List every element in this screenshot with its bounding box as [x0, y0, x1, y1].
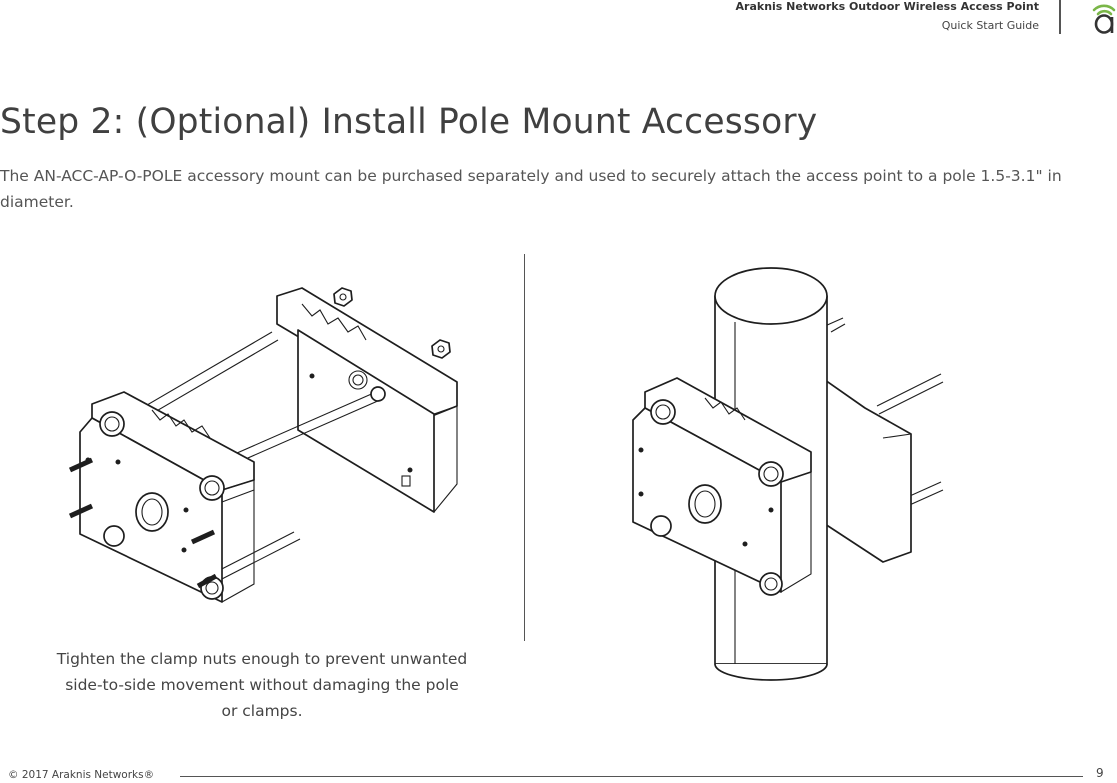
- pole-mount-bracket-illustration: [68, 287, 458, 603]
- header-title: Araknis Networks Outdoor Wireless Access…: [735, 0, 1039, 13]
- footer-divider: [180, 776, 1083, 777]
- figure-divider: [524, 254, 525, 641]
- araknis-logo-icon: [1092, 4, 1116, 34]
- mounting-screws: [68, 457, 218, 589]
- front-clamp-plate: [79, 391, 255, 603]
- header-divider: [1059, 0, 1061, 34]
- intro-paragraph: The AN-ACC-AP-O-POLE accessory mount can…: [0, 167, 1062, 211]
- rear-bracket: [276, 287, 458, 513]
- copyright-text: © 2017 Araknis Networks®: [8, 769, 155, 781]
- figure-caption: Tighten the clamp nuts enough to prevent…: [56, 650, 468, 720]
- clamp-teeth: [151, 409, 211, 439]
- page-title: Step 2: (Optional) Install Pole Mount Ac…: [0, 102, 818, 142]
- rear-bracket: [824, 379, 912, 563]
- header-subtitle: Quick Start Guide: [941, 19, 1039, 32]
- pole-mount-installed-illustration: [632, 267, 944, 681]
- clamp-teeth: [704, 397, 746, 421]
- clamp-teeth-rear: [301, 303, 367, 341]
- hex-nuts: [333, 287, 451, 359]
- page-number: 9: [1096, 766, 1104, 780]
- front-clamp-plate: [632, 377, 812, 596]
